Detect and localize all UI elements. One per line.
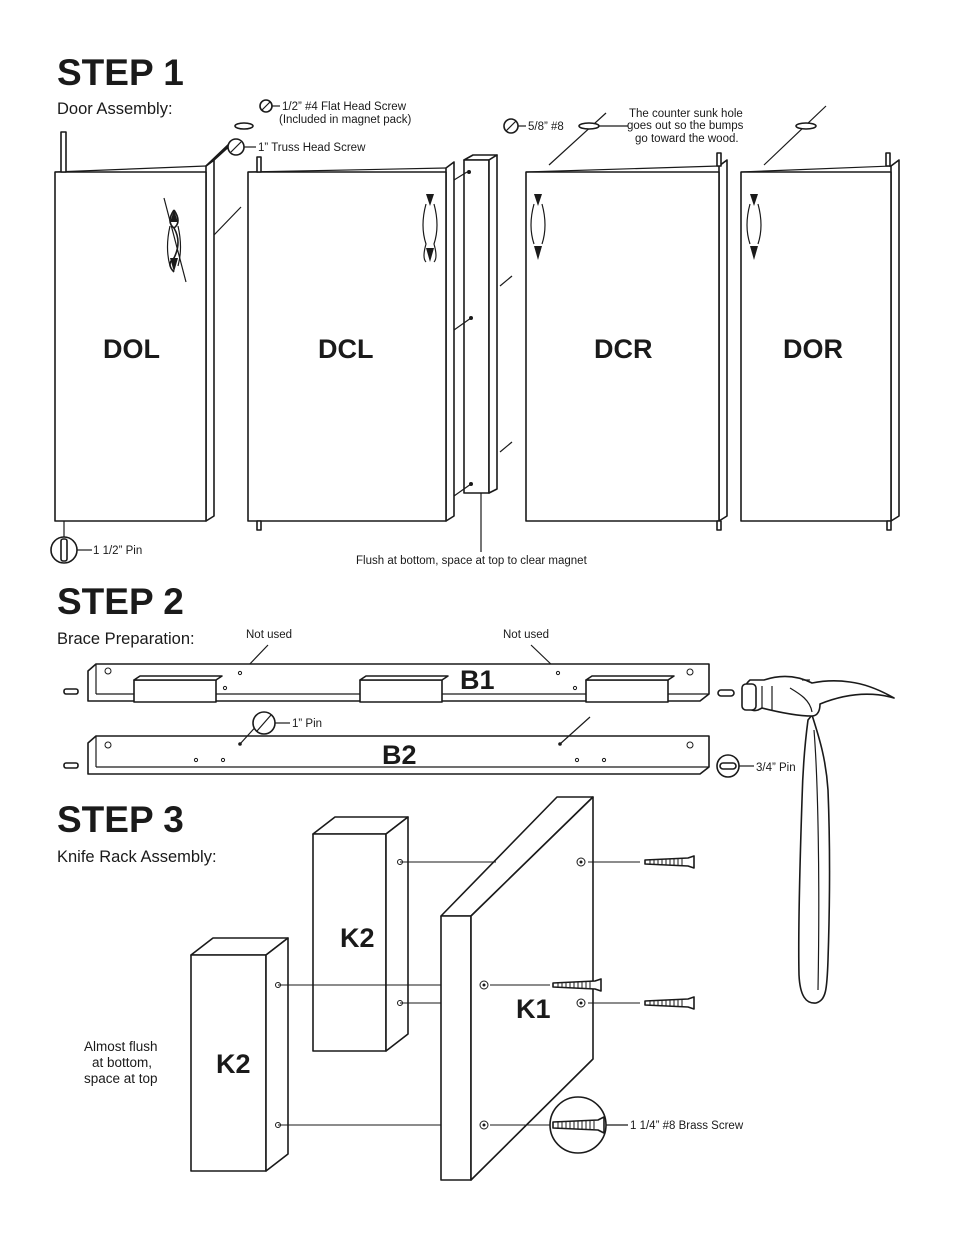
callout-five-eighths-group: 5/8” #8 The counter sunk hole goes out s… <box>503 108 744 166</box>
callout-truss-screw: 1” Truss Head Screw <box>258 142 366 154</box>
door-dcr: DCR <box>525 152 728 531</box>
part-k2-back: K2 <box>312 816 409 1052</box>
callout-magnet-pack: (Included in magnet pack) <box>279 114 411 126</box>
not-used-left: Not used <box>246 629 292 641</box>
pin-icon <box>63 762 79 769</box>
note-almost-flush-2: at bottom, <box>92 1055 152 1070</box>
screw-callouts: 1/2” #4 Flat Head Screw (Included in mag… <box>227 99 411 156</box>
note-almost-flush-1: Almost flush <box>84 1039 158 1054</box>
handle-icon <box>163 197 187 283</box>
part-k2-front-label: K2 <box>216 1049 251 1079</box>
door-dcl: DCL <box>247 156 455 531</box>
brace-b2: B2 <box>63 716 710 775</box>
brace-b2-label: B2 <box>382 740 417 770</box>
note-counter-sunk-2: goes out so the bumps <box>627 120 744 132</box>
not-used-right: Not used <box>503 629 549 641</box>
step1-subtitle: Door Assembly: <box>57 100 173 118</box>
part-k2-front: K2 <box>190 937 289 1172</box>
step2-subtitle: Brace Preparation: <box>57 630 195 648</box>
door-label-dcl: DCL <box>318 334 374 364</box>
door-dor: DOR <box>740 105 900 531</box>
magnet-strip: Flush at bottom, space at top to clear m… <box>356 154 588 567</box>
door-label-dol: DOL <box>103 334 160 364</box>
step1-title: STEP 1 <box>57 52 184 93</box>
step3-subtitle: Knife Rack Assembly: <box>57 848 217 866</box>
note-flush: Flush at bottom, space at top to clear m… <box>356 555 588 567</box>
handle-icon <box>530 194 546 260</box>
magnifier-icon: 1 1/4” #8 Brass Screw <box>490 1096 744 1154</box>
pin-icon <box>60 131 67 173</box>
note-counter-sunk-1: The counter sunk hole <box>629 108 743 120</box>
magnifier-icon: 1” Pin <box>252 711 322 735</box>
callout-pin: 1 1/2” Pin <box>93 545 142 557</box>
part-k2-back-label: K2 <box>340 923 375 953</box>
step3-title: STEP 3 <box>57 799 184 840</box>
handle-icon <box>746 194 762 260</box>
door-label-dcr: DCR <box>594 334 653 364</box>
part-k1-label: K1 <box>516 994 551 1024</box>
hammer-icon <box>741 675 895 1004</box>
step2-title: STEP 2 <box>57 581 184 622</box>
callout-five-eighths: 5/8” #8 <box>528 121 564 133</box>
door-label-dor: DOR <box>783 334 843 364</box>
callout-three-quarter-pin: 3/4” Pin <box>756 762 796 774</box>
note-almost-flush-3: space at top <box>84 1071 158 1086</box>
handle-icon <box>422 194 438 263</box>
callout-one-inch-pin: 1” Pin <box>292 718 322 730</box>
pin-magnifier: 3/4” Pin <box>716 689 796 778</box>
callout-brass-screw: 1 1/4” #8 Brass Screw <box>630 1120 744 1132</box>
magnifier-icon <box>50 536 78 564</box>
brace-b1-label: B1 <box>460 665 495 695</box>
callout-flat-screw: 1/2” #4 Flat Head Screw <box>282 101 407 113</box>
note-counter-sunk-3: go toward the wood. <box>635 133 739 145</box>
part-k1: K1 <box>440 796 594 1181</box>
door-dol: DOL 1 1/2” Pin <box>50 131 242 564</box>
brace-b1: B1 <box>63 663 710 703</box>
screw-icon <box>588 996 695 1010</box>
screw-icon <box>490 978 602 992</box>
screw-icon <box>588 855 695 869</box>
pin-icon <box>63 688 79 695</box>
